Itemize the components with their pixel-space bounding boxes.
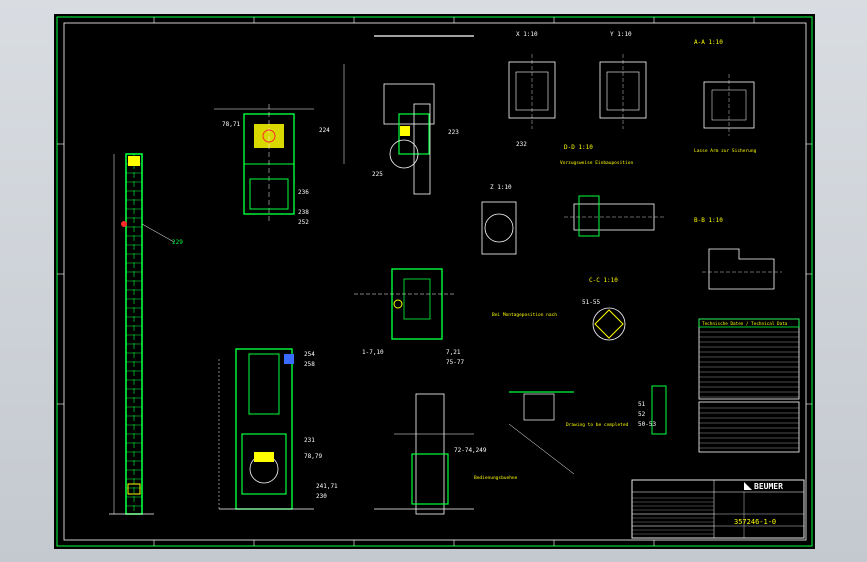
lower-section (374, 393, 474, 515)
drive-assembly (343, 35, 474, 195)
note-1: Bei Montageposition nach (492, 312, 557, 318)
view-a-label: A-A 1:10 (694, 39, 723, 46)
callout-224: 224 (319, 127, 330, 134)
view-z (481, 201, 517, 255)
technical-drawing: 229 224 236 238 252 78,71 (56, 16, 813, 547)
callout-223: 223 (448, 129, 459, 136)
callout-254: 254 (304, 351, 315, 358)
company-name: BEUMER (754, 482, 783, 491)
view-d (564, 195, 664, 237)
callout-52: 52 (638, 411, 646, 418)
callout-7871: 78,71 (222, 121, 240, 128)
callout-230: 230 (316, 493, 327, 500)
callout-225: 225 (372, 171, 383, 178)
callout-236: 236 (298, 189, 309, 196)
boot-section (218, 348, 314, 510)
callout-17: 1-7,10 (362, 349, 384, 356)
note-4: Bedienungsbuehne (474, 475, 518, 481)
callout-72: 72-74,249 (454, 447, 487, 454)
view-y (599, 54, 647, 129)
head-section (214, 104, 314, 224)
callout-51: 51-55 (582, 299, 600, 306)
view-x-label: X 1:10 (516, 31, 538, 38)
note-3: Lasse Arm zur Sicherung (694, 148, 757, 154)
platform-detail (508, 385, 667, 475)
callout-232: 232 (516, 141, 527, 148)
callout-231: 231 (304, 437, 315, 444)
coupling-detail (354, 268, 454, 340)
callout-51b: 51 (638, 401, 646, 408)
inner-border (63, 22, 807, 541)
view-d-label: D-D 1:10 (564, 144, 593, 151)
tech-data-header: Technische Daten / Technical Data (702, 321, 788, 327)
callout-252: 252 (298, 219, 309, 226)
callout-229: 229 (172, 239, 183, 246)
zone-ticks (57, 17, 812, 546)
callout-7075: 75-77 (446, 359, 464, 366)
tech-data-table (698, 318, 800, 453)
view-z-label: Z 1:10 (490, 184, 512, 191)
callout-7577: 7,21 (446, 349, 461, 356)
view-b-label: B-B 1:10 (694, 217, 723, 224)
title-block (631, 479, 805, 539)
note-5: Vorzugsweise Einbauposition (560, 160, 633, 166)
elevator-column (109, 153, 175, 515)
callout-258: 258 (304, 361, 315, 368)
callout-241: 241,71 (316, 483, 338, 490)
view-c-label: C-C 1:10 (589, 277, 618, 284)
callout-7879: 78,79 (304, 453, 322, 460)
drawing-sheet: 229 224 236 238 252 78,71 (54, 14, 815, 549)
view-b (702, 248, 782, 290)
view-y-label: Y 1:10 (610, 31, 632, 38)
view-x (508, 54, 556, 129)
outer-border (56, 16, 813, 547)
drawing-number: 357246-1-0 (734, 518, 776, 526)
callout-5053: 50-53 (638, 421, 656, 428)
view-c (592, 307, 626, 341)
view-a (703, 74, 755, 136)
callout-238: 238 (298, 209, 309, 216)
note-2: Drawing to be completed (566, 422, 629, 428)
